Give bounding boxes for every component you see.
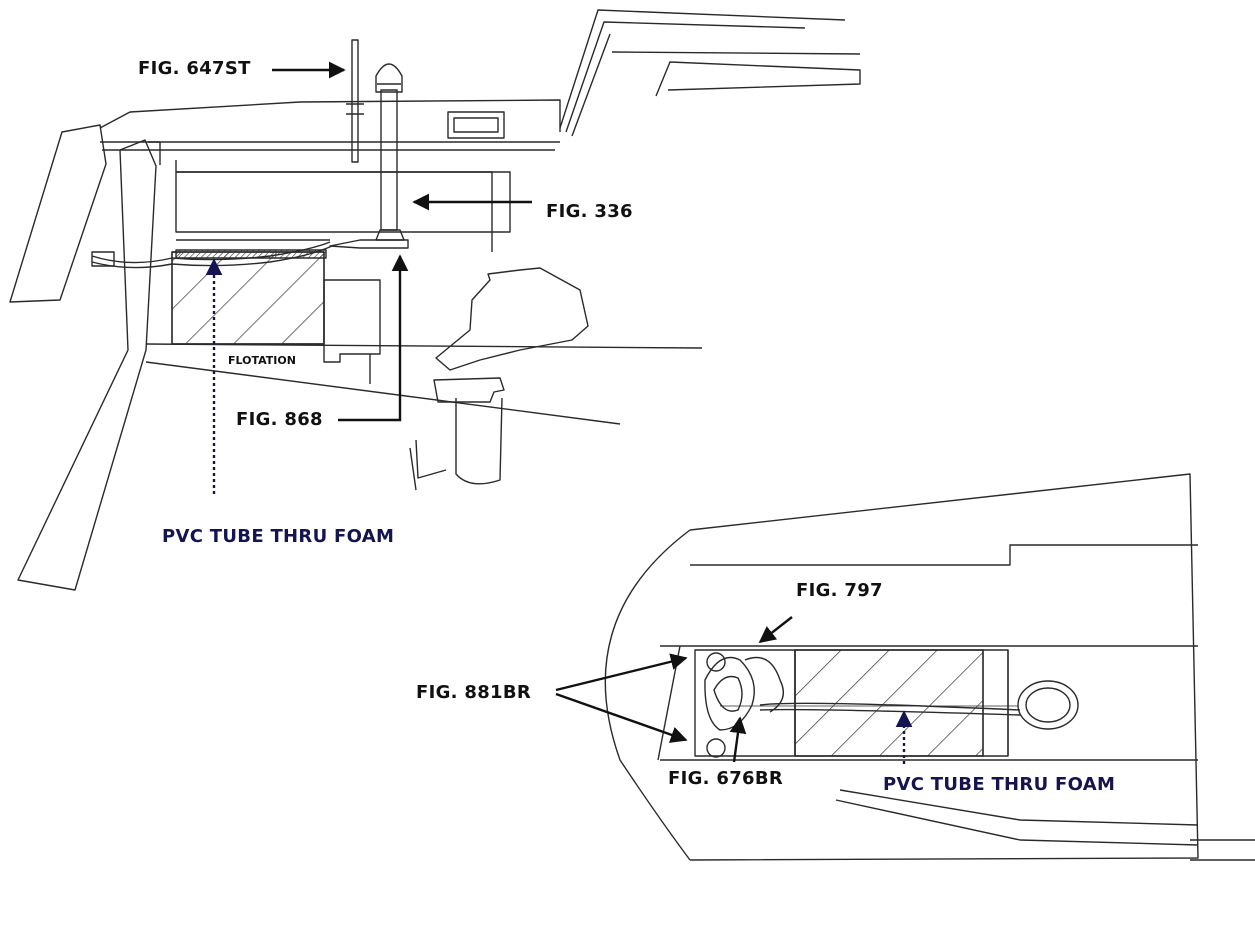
label-fig-881br: FIG. 881BR (416, 682, 532, 703)
top-view (604, 473, 1255, 861)
label-pvc-tube-side: PVC TUBE THRU FOAM (162, 526, 395, 547)
arrow-icon (555, 653, 688, 692)
leader-arrows (205, 61, 913, 764)
label-pvc-tube-top: PVC TUBE THRU FOAM (883, 774, 1116, 795)
arrow-icon (729, 716, 747, 763)
arrow-icon (338, 254, 409, 422)
label-fig-676br: FIG. 676BR (668, 768, 784, 789)
label-flotation: FLOTATION (228, 354, 296, 367)
side-view (9, 9, 861, 591)
label-fig-797: FIG. 797 (796, 580, 883, 601)
label-fig-868: FIG. 868 (236, 409, 323, 430)
arrow-icon (758, 616, 793, 644)
label-fig-647st: FIG. 647ST (138, 58, 251, 79)
label-fig-336: FIG. 336 (546, 201, 633, 222)
arrow-icon (555, 692, 688, 743)
